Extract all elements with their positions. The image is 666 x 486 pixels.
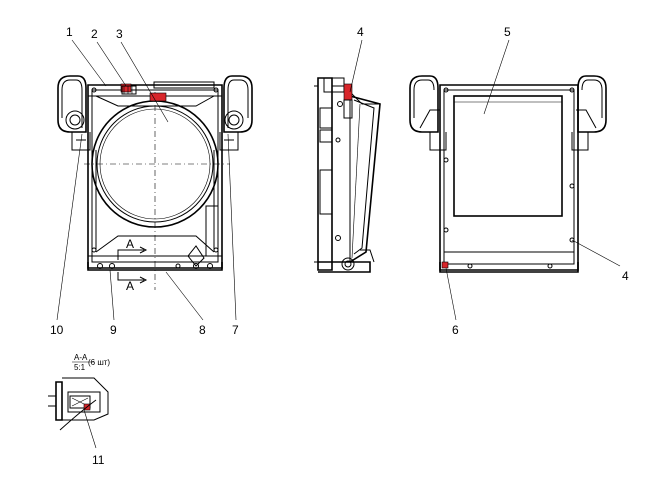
callout-1: 1 (66, 25, 73, 39)
callout-10: 10 (50, 323, 64, 337)
callout-3: 3 (116, 27, 123, 41)
rear-view (409, 75, 607, 273)
callout-11: 11 (92, 453, 105, 467)
callout-6: 6 (452, 323, 459, 337)
radiator-core (453, 95, 563, 217)
callout-4-side: 4 (357, 25, 364, 39)
callout-2: 2 (91, 27, 98, 41)
detail-scale: 5:1 (74, 363, 86, 372)
side-view (314, 77, 381, 273)
callout-labels: 1 2 3 4 5 4 10 9 8 7 6 11 (50, 25, 629, 467)
leader-lines (56, 39, 621, 449)
callout-8: 8 (199, 323, 206, 337)
detail-title: A-A (74, 353, 88, 362)
front-view: A A (57, 75, 253, 293)
detail-note: (6 шт) (88, 358, 110, 367)
callout-7: 7 (232, 323, 239, 337)
part-4-highlight (343, 83, 353, 101)
callout-4-rear: 4 (622, 269, 629, 283)
section-mark-a-lower: A (126, 279, 134, 293)
section-mark-a-upper: A (126, 237, 134, 251)
part-6-highlight (441, 261, 449, 269)
detail-a-a: A-A 5:1 (6 шт) (48, 353, 110, 431)
callout-9: 9 (110, 323, 117, 337)
part-3-highlight (149, 92, 167, 102)
part-2-highlight (120, 83, 132, 93)
callout-5: 5 (504, 25, 511, 39)
